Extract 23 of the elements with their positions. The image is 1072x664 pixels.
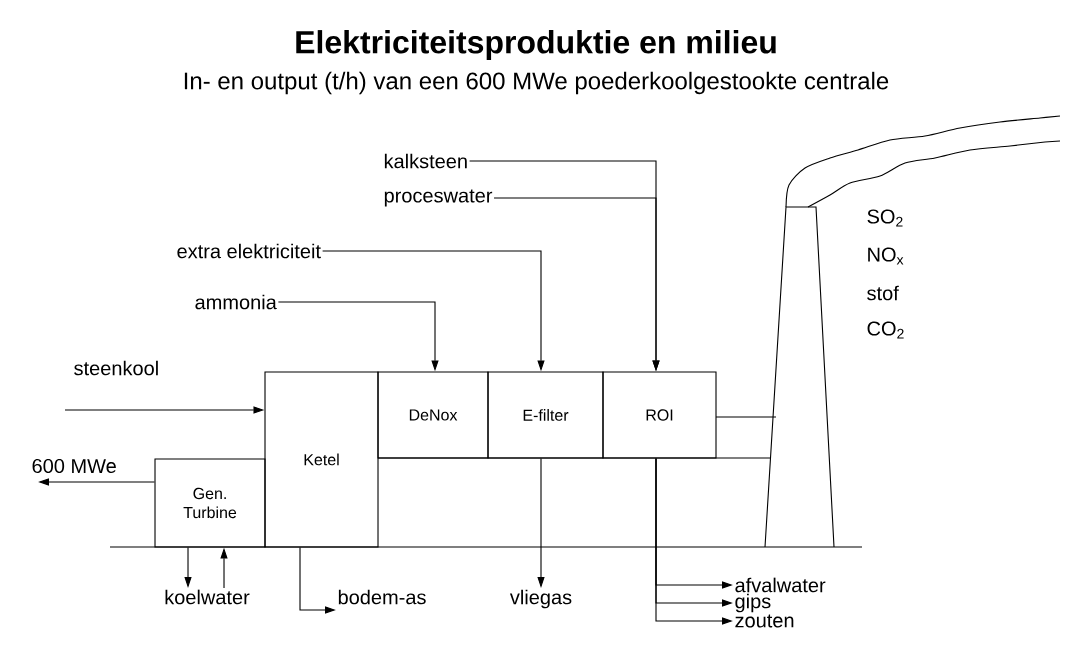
subtitle: In- en output (t/h) van een 600 MWe poederkoolgestookte centrale <box>184 71 889 95</box>
process-box: Gen. Turbine <box>154 458 266 548</box>
stream-label: proceswater <box>384 189 493 207</box>
stream-label: gips <box>735 593 771 613</box>
edge-label: 600 MWe <box>32 458 116 474</box>
emission-label: stof <box>867 285 899 301</box>
stream-label: zouten <box>735 614 794 628</box>
stream-label: afvalwater <box>735 577 826 593</box>
process-box: DeNox <box>377 371 489 459</box>
stream-label: bodem-as <box>338 589 426 605</box>
emission-label: CO$_{2}$ <box>867 321 904 339</box>
stream-label: kalksteen <box>384 153 467 169</box>
process-box: E-filter <box>487 371 604 459</box>
process-box: ROI <box>602 371 717 459</box>
stream-label: koelwater <box>165 589 250 605</box>
emission-label: SO$_{2}$ <box>867 209 903 227</box>
title: Elektriciteitsproduktie en milieu <box>296 30 776 60</box>
stream-label: ammonia <box>195 294 277 310</box>
process-box: Ketel <box>264 371 379 548</box>
edge-label: steenkool <box>74 360 158 376</box>
stream-label: vliegas <box>509 589 572 609</box>
stream-label: extra elektriciteit <box>177 243 321 259</box>
emission-label: NO$_{x}$ <box>868 247 904 265</box>
